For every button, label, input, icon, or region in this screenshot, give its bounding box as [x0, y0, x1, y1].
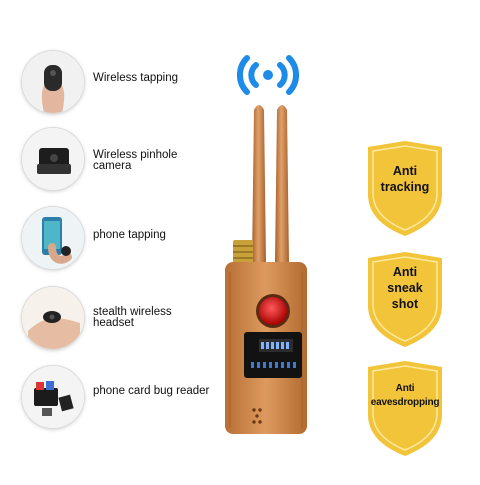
- antenna-right: [275, 105, 289, 262]
- feature-label: stealth wireless headset: [93, 306, 172, 329]
- headset-icon: [22, 287, 84, 349]
- shield-icon: [368, 141, 442, 236]
- feature-phone-card-bug-reader: phone card bug reader: [22, 366, 222, 436]
- badge-anti-eavesdropping: Anti eavesdropping: [365, 360, 445, 458]
- feature-phone-tapping: phone tapping: [22, 207, 222, 277]
- sma-connector: [233, 240, 253, 266]
- feature-label: Wireless pinhole camera: [93, 149, 178, 172]
- feature-stealth-wireless-headset: stealth wireless headset: [22, 287, 222, 357]
- shield-icon: [368, 361, 442, 456]
- shield-icon: [368, 252, 442, 347]
- antenna-left: [252, 105, 266, 262]
- phone-icon: [22, 207, 84, 269]
- feature-label: phone card bug reader: [93, 385, 210, 397]
- camera-lens-finder: [256, 294, 290, 328]
- badge-text: Anti eavesdropping: [370, 383, 440, 408]
- feature-label: Wireless tapping: [93, 72, 179, 84]
- badge-anti-sneak-shot: Anti sneak shot: [365, 251, 445, 349]
- wireless-signal-icon: [236, 55, 300, 95]
- feature-label: phone tapping: [93, 229, 166, 241]
- control-panel: [244, 332, 302, 378]
- badge-anti-tracking: Anti tracking: [365, 140, 445, 238]
- feature-wireless-pinhole-camera: Wireless pinhole camera: [22, 128, 222, 198]
- feature-wireless-tapping: Wireless tapping: [22, 51, 222, 121]
- badge-text: Anti sneak shot: [387, 265, 423, 311]
- speaker-grille: [252, 408, 262, 424]
- card-reader-icon: [22, 366, 84, 428]
- badge-text: Anti tracking: [380, 164, 430, 194]
- pinhole-camera-icon: [22, 128, 84, 190]
- wireless-earpiece-icon: [22, 51, 84, 113]
